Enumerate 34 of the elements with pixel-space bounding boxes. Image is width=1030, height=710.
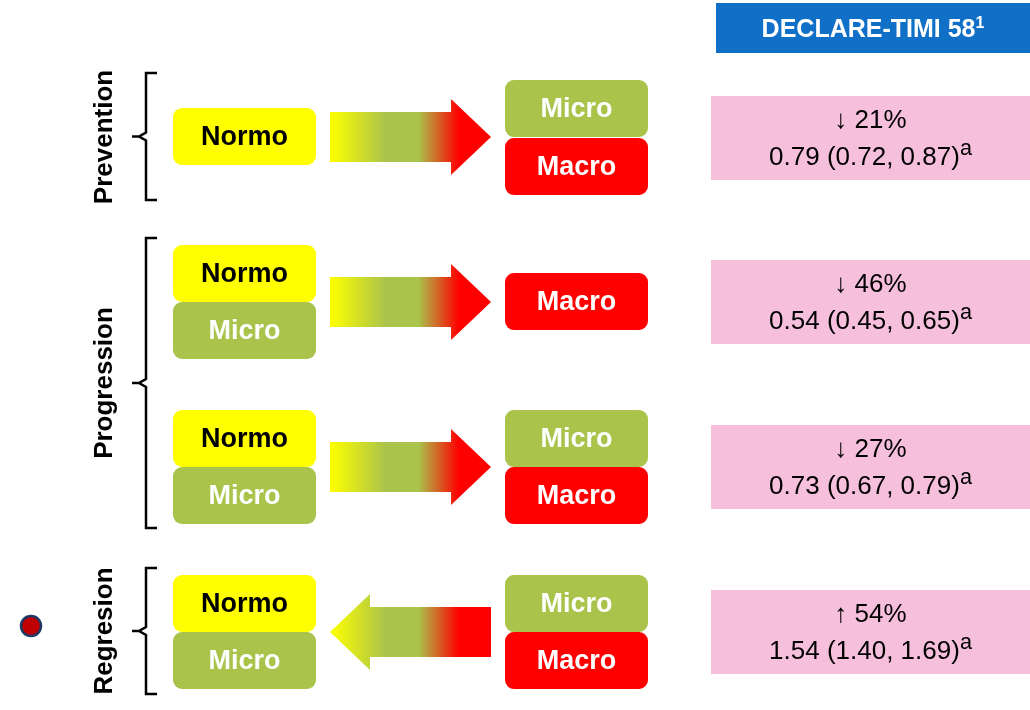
stage-box: Macro [505, 138, 648, 195]
stage-box: Normo [173, 245, 316, 302]
percent-change-text: ↓ 46% [834, 268, 907, 300]
hazard-ratio-text: 0.79 (0.72, 0.87)$^{a}$ [769, 135, 972, 172]
percent-change-text: ↓ 21% [834, 104, 907, 136]
percent-change-text: ↓ 27% [834, 433, 907, 465]
stage-box: Normo [173, 410, 316, 467]
result-box [711, 96, 1030, 180]
group-label: Progression [87, 307, 119, 459]
hazard-ratio-text: 0.73 (0.67, 0.79)$^{a}$ [769, 464, 972, 501]
stage-box: Normo [173, 108, 316, 165]
stage-box: Micro [173, 467, 316, 524]
result-box [711, 590, 1030, 674]
block-arrow [330, 594, 491, 670]
stage-box: Micro [173, 632, 316, 689]
trial-name-banner: DECLARE-TIMI 58$^{1}$ [716, 3, 1030, 53]
stage-box: Micro [173, 302, 316, 359]
block-arrow [330, 99, 491, 175]
stage-box: Micro [505, 80, 648, 137]
stage-box: Macro [505, 632, 648, 689]
hazard-ratio-text: 1.54 (1.40, 1.69)$^{a}$ [769, 629, 972, 666]
stage-box: Macro [505, 273, 648, 330]
result-box [711, 425, 1030, 509]
hazard-ratio-text: 0.54 (0.45, 0.65)$^{a}$ [769, 299, 972, 336]
percent-change-text: ↑ 54% [834, 598, 907, 630]
stage-box: Macro [505, 467, 648, 524]
block-arrow [330, 429, 491, 505]
block-arrow [330, 264, 491, 340]
stage-box: Micro [505, 410, 648, 467]
stage-box: Micro [505, 575, 648, 632]
group-label: Regresion [87, 567, 119, 695]
stage-box: Normo [173, 575, 316, 632]
group-label: Prevention [87, 69, 119, 204]
result-box [711, 260, 1030, 344]
